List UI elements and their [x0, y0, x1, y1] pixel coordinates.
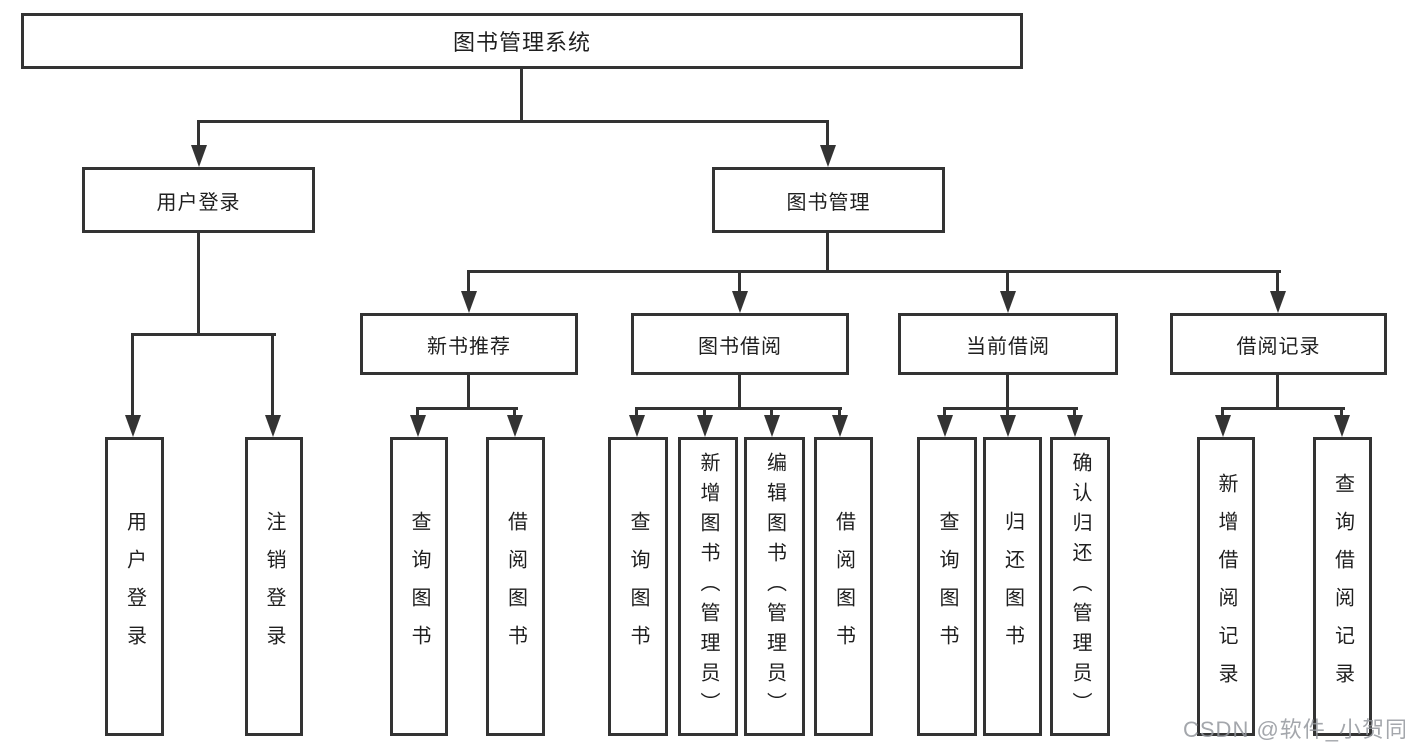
connector-line: [513, 407, 516, 417]
connector-line: [131, 333, 134, 417]
connector-line: [467, 270, 1281, 273]
arrowhead-down-icon: [265, 415, 281, 437]
node-new-book-recommend: 新书推荐: [360, 313, 578, 375]
leaf-return-books: 归还图书: [983, 437, 1042, 736]
connector-line: [943, 407, 946, 417]
connector-line: [770, 407, 773, 417]
connector-line: [197, 120, 829, 123]
leaf-recommend-query-books: 查询图书: [390, 437, 448, 736]
node-label: 借阅图书: [504, 510, 527, 663]
node-label: 归还图书: [1001, 510, 1024, 663]
leaf-borrow-query-books: 查询图书: [608, 437, 668, 736]
arrowhead-down-icon: [1000, 291, 1016, 313]
node-user-login: 用户登录: [82, 167, 315, 233]
node-label: 图书管理系统: [452, 30, 591, 55]
node-label: 查询图书: [627, 510, 649, 663]
connector-line: [635, 407, 842, 410]
arrowhead-down-icon: [125, 415, 141, 437]
connector-line: [1006, 270, 1009, 295]
node-label: 查询图书: [408, 510, 430, 663]
connector-line: [738, 270, 741, 295]
arrowhead-down-icon: [732, 291, 748, 313]
csdn-watermark: CSDN @软件_小贺同学: [1183, 717, 1405, 742]
connector-line: [1006, 407, 1009, 417]
leaf-edit-books-admin: 编辑图书（管理员）: [744, 437, 805, 736]
connector-line: [1221, 407, 1345, 410]
node-label: 新书推荐: [427, 335, 511, 358]
arrowhead-down-icon: [1000, 415, 1016, 437]
node-label: 注销登录: [263, 510, 285, 663]
leaf-add-books-admin: 新增图书（管理员）: [678, 437, 738, 736]
node-label: 当前借阅: [966, 335, 1050, 358]
connector-line: [635, 407, 638, 417]
connector-line: [416, 407, 518, 410]
node-label: 查询借阅记录: [1331, 472, 1354, 701]
node-label: 查询图书: [936, 510, 958, 663]
leaf-confirm-return-admin: 确认归还（管理员）: [1050, 437, 1110, 736]
connector-line: [271, 333, 274, 417]
node-label: 图书管理: [786, 191, 871, 214]
connector-line: [1006, 375, 1009, 410]
connector-line: [197, 120, 200, 150]
node-current-borrow: 当前借阅: [898, 313, 1118, 375]
node-label: 用户登录: [123, 510, 146, 663]
arrowhead-down-icon: [1270, 291, 1286, 313]
leaf-user-login: 用户登录: [105, 437, 164, 736]
connector-line: [1340, 407, 1343, 417]
arrowhead-down-icon: [764, 415, 780, 437]
connector-line: [826, 233, 829, 273]
arrowhead-down-icon: [191, 145, 207, 167]
arrowhead-down-icon: [461, 291, 477, 313]
arrowhead-down-icon: [410, 415, 426, 437]
arrowhead-down-icon: [697, 415, 713, 437]
arrowhead-down-icon: [629, 415, 645, 437]
leaf-recommend-borrow-books: 借阅图书: [486, 437, 545, 736]
leaf-borrow-books: 借阅图书: [814, 437, 873, 736]
node-label: 编辑图书（管理员）: [763, 451, 786, 722]
connector-line: [467, 270, 470, 295]
arrowhead-down-icon: [507, 415, 523, 437]
arrowhead-down-icon: [832, 415, 848, 437]
connector-line: [1276, 375, 1279, 410]
node-book-borrow: 图书借阅: [631, 313, 849, 375]
arrowhead-down-icon: [1334, 415, 1350, 437]
connector-line: [520, 69, 523, 120]
connector-line: [1276, 270, 1279, 295]
node-borrow-records: 借阅记录: [1170, 313, 1387, 375]
node-book-management: 图书管理: [712, 167, 945, 233]
connector-line: [416, 407, 419, 417]
node-library-system: 图书管理系统: [21, 13, 1023, 69]
connector-line: [1073, 407, 1076, 417]
node-label: 图书借阅: [698, 335, 782, 358]
arrowhead-down-icon: [1067, 415, 1083, 437]
node-label: 确认归还（管理员）: [1069, 451, 1091, 722]
node-label: 借阅图书: [832, 510, 855, 663]
node-label: 用户登录: [156, 191, 241, 214]
connector-line: [738, 375, 741, 410]
connector-line: [826, 120, 829, 150]
arrowhead-down-icon: [820, 145, 836, 167]
arrowhead-down-icon: [937, 415, 953, 437]
node-label: 借阅记录: [1236, 335, 1321, 358]
connector-line: [703, 407, 706, 417]
leaf-query-borrow-record: 查询借阅记录: [1313, 437, 1372, 736]
leaf-add-borrow-record: 新增借阅记录: [1197, 437, 1255, 736]
connector-line: [197, 233, 200, 336]
connector-line: [838, 407, 841, 417]
node-label: 新增图书（管理员）: [697, 451, 719, 722]
connector-line: [131, 333, 276, 336]
arrowhead-down-icon: [1215, 415, 1231, 437]
connector-line: [1221, 407, 1224, 417]
connector-line: [467, 375, 470, 410]
connector-line: [943, 407, 1078, 410]
leaf-logout: 注销登录: [245, 437, 303, 736]
leaf-current-query-books: 查询图书: [917, 437, 977, 736]
node-label: 新增借阅记录: [1215, 472, 1237, 701]
